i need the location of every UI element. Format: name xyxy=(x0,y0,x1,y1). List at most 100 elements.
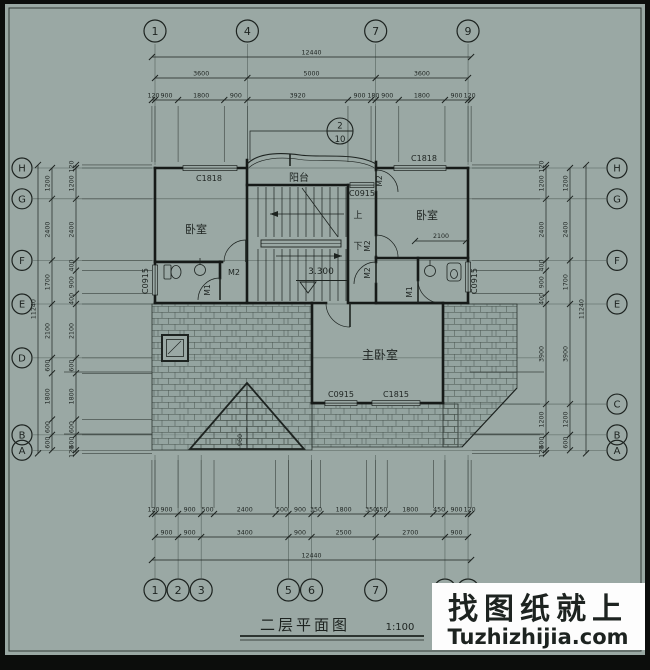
dim-value: 400 xyxy=(539,293,546,305)
dim-value: 1700 xyxy=(45,274,52,290)
dim-value: 1200 xyxy=(563,411,570,427)
dim-value: 400 xyxy=(69,259,76,271)
dim-value: 120 xyxy=(464,93,476,100)
dim-value: 350 xyxy=(365,507,377,514)
dim-value: 450 xyxy=(375,507,387,514)
dim-value: 400 xyxy=(69,293,76,305)
dim-value: 1700 xyxy=(563,274,570,290)
level-marker: 3.300 xyxy=(296,267,347,294)
balcony xyxy=(246,153,377,168)
doors: M2 M1 M2 M2 M2 M1 xyxy=(197,169,442,328)
bathroom-fixtures xyxy=(163,258,462,282)
dim-value: 3600 xyxy=(193,71,209,78)
dim-value: 1200 xyxy=(45,175,52,191)
dim-value: 900 xyxy=(230,93,242,100)
dim-value: 900 xyxy=(69,276,76,288)
dim-value: 900 xyxy=(381,93,393,100)
dim-value: 120 xyxy=(539,446,546,458)
drawing-title: 二层平面图 1:100 xyxy=(240,616,424,641)
interior-dim-value: 2100 xyxy=(433,233,449,240)
level-triangle-icon xyxy=(299,281,317,294)
dim-value: 1800 xyxy=(414,93,430,100)
door-label-m2-bath: M2 xyxy=(363,267,372,278)
door-label-m2-hall: M2 xyxy=(363,240,372,251)
dim-value: 2400 xyxy=(237,507,253,514)
dim-value: 120 xyxy=(147,507,159,514)
window-label-c1818-left: C1818 xyxy=(196,174,222,183)
watermark-slogan: 找图纸就上 xyxy=(448,592,628,627)
grid-bubble-label: 3 xyxy=(198,584,205,597)
grid-bubble-2: 2 xyxy=(166,578,190,602)
grid-bubble-label: 7 xyxy=(372,25,379,38)
dim-value: 12440 xyxy=(302,553,322,560)
dim-value: 120 xyxy=(147,93,159,100)
dim-value: 900 xyxy=(161,93,173,100)
dim-value: 2400 xyxy=(69,222,76,238)
dim-value: 450 xyxy=(433,507,445,514)
dim-value: 2400 xyxy=(563,222,570,238)
grid-bubble-label: 6 xyxy=(308,584,315,597)
chimney xyxy=(161,334,189,362)
dim-value: 2700 xyxy=(402,530,418,537)
dim-value: 120 xyxy=(69,160,76,172)
grid-bubble-B: B xyxy=(606,424,628,446)
grid-bubble-F: F xyxy=(11,249,33,271)
dim-value: 1800 xyxy=(402,507,418,514)
door-label-m1-left: M1 xyxy=(203,284,212,295)
grid-bubble-label: 5 xyxy=(285,584,292,597)
dim-value: 900 xyxy=(353,93,365,100)
grid-bubble-label: H xyxy=(613,164,621,175)
dim-value: 600 xyxy=(69,421,76,433)
grid-bubble-label: 2 xyxy=(175,584,182,597)
dim-value: 180 xyxy=(367,93,379,100)
dim-value: 900 xyxy=(184,507,196,514)
grid-bubble-1: 1 xyxy=(143,578,167,602)
stair-down-label: 下 xyxy=(353,242,362,252)
grid-bubble-label: G xyxy=(613,194,621,205)
title-text: 二层平面图 xyxy=(260,616,350,634)
window-label-c0915-master: C0915 xyxy=(328,390,354,399)
dim-value: 600 xyxy=(45,421,52,433)
grid-bubble-label: E xyxy=(19,299,25,310)
dim-value: 120 xyxy=(464,507,476,514)
grid-bubble-label: 1 xyxy=(152,584,159,597)
grid-bubble-H: H xyxy=(606,157,628,179)
room-label-bedroom-right: 卧室 xyxy=(416,208,438,222)
dim-value: 11240 xyxy=(31,299,38,319)
dim-value: 1200 xyxy=(69,175,76,191)
detail-callout xyxy=(249,117,354,160)
grid-bubble-label: F xyxy=(614,256,620,267)
dim-value: 400 xyxy=(539,259,546,271)
door-label-m2-left: M2 xyxy=(228,268,240,277)
dim-row: 11240 xyxy=(31,161,42,457)
level-value: 3.300 xyxy=(308,267,334,277)
dim-value: 600 xyxy=(45,360,52,372)
grid-bubble-label: 9 xyxy=(465,25,472,38)
stair-up-label: 上 xyxy=(353,210,362,221)
grid-bubble-label: G xyxy=(18,194,26,205)
grid-bubble-E: E xyxy=(606,293,628,315)
staircase xyxy=(257,187,347,301)
grid-bubble-H: H xyxy=(11,157,33,179)
dim-value: 600 xyxy=(45,437,52,449)
dim-value: 12440 xyxy=(302,50,322,57)
room-label-bedroom-left: 卧室 xyxy=(185,222,207,236)
dim-value: 900 xyxy=(161,507,173,514)
grid-bubble-4: 4 xyxy=(235,19,259,43)
grid-bubble-label: D xyxy=(18,353,26,364)
grid-bubble-7: 7 xyxy=(364,19,388,43)
grid-bubble-6: 6 xyxy=(299,578,324,602)
window-label-c0915-hall: C0915 xyxy=(349,189,375,198)
grid-bubble-7: 7 xyxy=(364,578,388,602)
grid-bubble-A: A xyxy=(11,439,33,461)
eave-extension-lines xyxy=(64,371,544,435)
dim-value: 900 xyxy=(294,530,306,537)
grid-bubble-D: D xyxy=(11,347,33,369)
dim-value: 2400 xyxy=(539,222,546,238)
grid-bubble-1: 1 xyxy=(143,19,167,43)
